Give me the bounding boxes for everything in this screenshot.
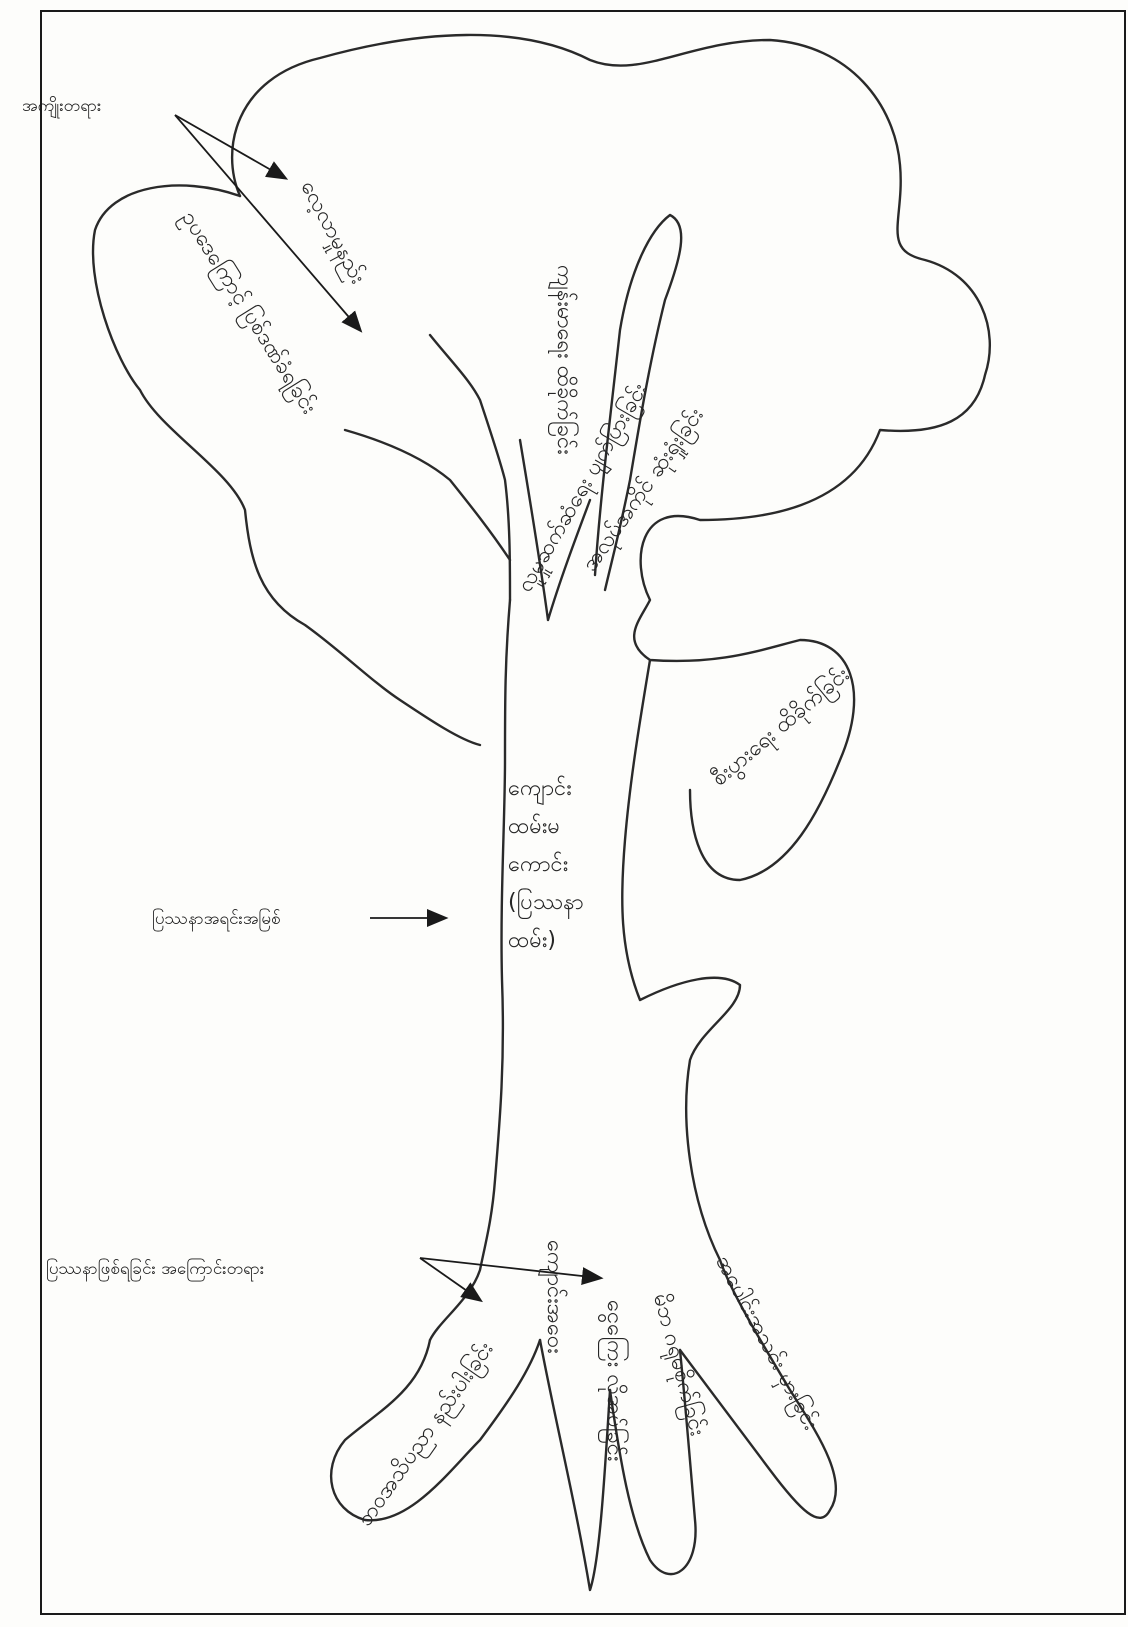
- trunk-right-edge: [622, 660, 740, 1260]
- branch-text-3: ကျန်းမာရေး ထိခိုက်ခြင်း: [547, 265, 580, 455]
- effects-label: အကျိုးတရား: [22, 95, 101, 120]
- trunk-line-2: ထမ်းမ: [508, 808, 618, 846]
- trunk-text: ကျောင်း ထမ်းမ ကောင်း (ပြဿနာ ထမ်း): [508, 770, 618, 960]
- causes-label: ပြဿနာဖြစ်ရခြင်း အကြောင်းတရား: [46, 1258, 264, 1283]
- causes-arrow-2: [420, 1258, 600, 1278]
- canopy-inner-branch: [345, 430, 510, 560]
- trunk-left-edge: [430, 600, 510, 1340]
- trunk-line-5: ထမ်း): [508, 922, 618, 960]
- root-text-2: ငွေကြေး လိုအပ်ခြင်း: [597, 1300, 630, 1462]
- trunk-line-4: (ပြဿနာ: [508, 884, 618, 922]
- trunk-line-3: ကောင်း: [508, 846, 618, 884]
- core-problem-label: ပြဿနာအရင်းအမြစ်: [152, 908, 281, 933]
- left-canopy-outline: [93, 185, 480, 745]
- canopy-inner-left: [430, 335, 510, 600]
- effects-arrow-1: [175, 115, 285, 178]
- trunk-line-1: ကျောင်း: [508, 770, 618, 808]
- root-text-5: ကျောင်းအဝေး: [537, 1240, 570, 1354]
